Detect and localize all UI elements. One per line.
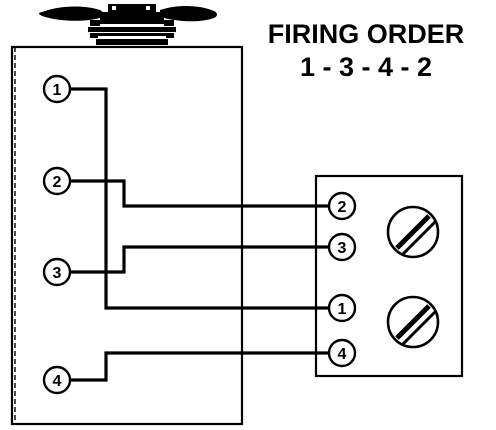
terminal-label: 3	[338, 240, 347, 257]
title-line-2: 1 - 3 - 4 - 2	[300, 52, 432, 82]
cylinder-label: 2	[53, 174, 62, 191]
terminal-node-4: 4	[327, 338, 357, 368]
terminal-label: 1	[338, 301, 347, 318]
wire-cylinder-2	[71, 179, 342, 208]
title-line-1: FIRING ORDER	[268, 19, 465, 49]
cylinder-label: 3	[53, 265, 62, 282]
terminal-screw-icon	[386, 205, 440, 259]
cooling-fan-icon	[39, 4, 217, 45]
distributor-box	[314, 174, 464, 378]
cylinder-label: 4	[53, 373, 62, 390]
wire-cylinder-3	[71, 245, 342, 274]
cylinder-label: 1	[53, 82, 62, 99]
wire-cylinder-1	[71, 87, 342, 310]
terminal-node-1: 1	[327, 293, 357, 323]
cylinder-node-2: 2	[42, 166, 72, 196]
engine-block	[10, 45, 244, 426]
terminal-screw-icon	[386, 295, 440, 349]
terminal-node-2: 2	[327, 191, 357, 221]
ignition-wires	[71, 87, 342, 382]
cylinder-node-4: 4	[42, 365, 72, 395]
cylinder-node-1: 1	[42, 74, 72, 104]
terminal-node-3: 3	[327, 232, 357, 262]
cylinder-node-3: 3	[42, 257, 72, 287]
terminal-label: 4	[338, 346, 347, 363]
wire-cylinder-4	[71, 351, 342, 382]
terminal-label: 2	[338, 199, 347, 216]
